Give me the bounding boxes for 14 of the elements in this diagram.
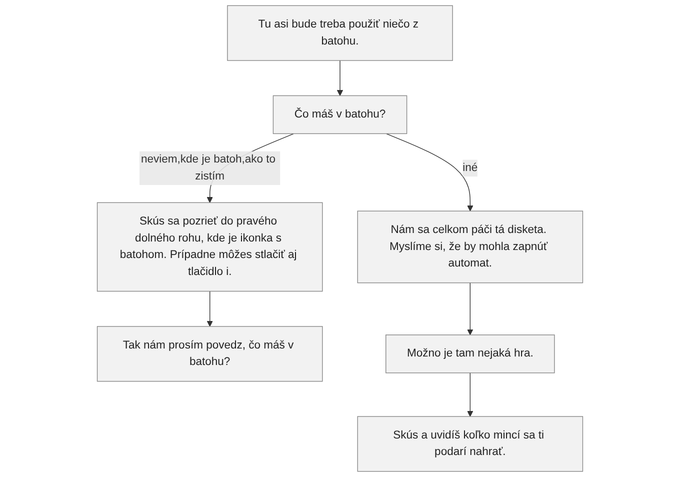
arrow [467,372,474,417]
node-box: Čo máš v batohu? [272,95,408,134]
node-box: Skús sa pozrieť do pravého dolného rohu, kde je ikonka s batohom. Prípadne môžes stlačiť aj tlačidlo i. [96,202,323,292]
arrow [467,282,474,336]
node-box: Skús a uvidíš koľko mincí sa ti podarí nahrať. [357,416,584,472]
edge-label: neviem,kde je batoh,ako to zistím [141,153,276,182]
arrow [206,290,213,327]
node-box: Tak nám prosím povedz, čo máš v batohu? [96,326,323,382]
node-box: Tu asi bude treba použiť niečo z batohu. [227,5,453,61]
arrow [386,133,474,212]
node-box: Nám sa celkom páči tá disketa. Myslíme si, že by mohla zapnúť automat. [357,210,584,284]
edge-label: iné [462,162,478,174]
arrow [336,60,344,96]
node-box: Možno je tam nejaká hra. [386,334,555,374]
